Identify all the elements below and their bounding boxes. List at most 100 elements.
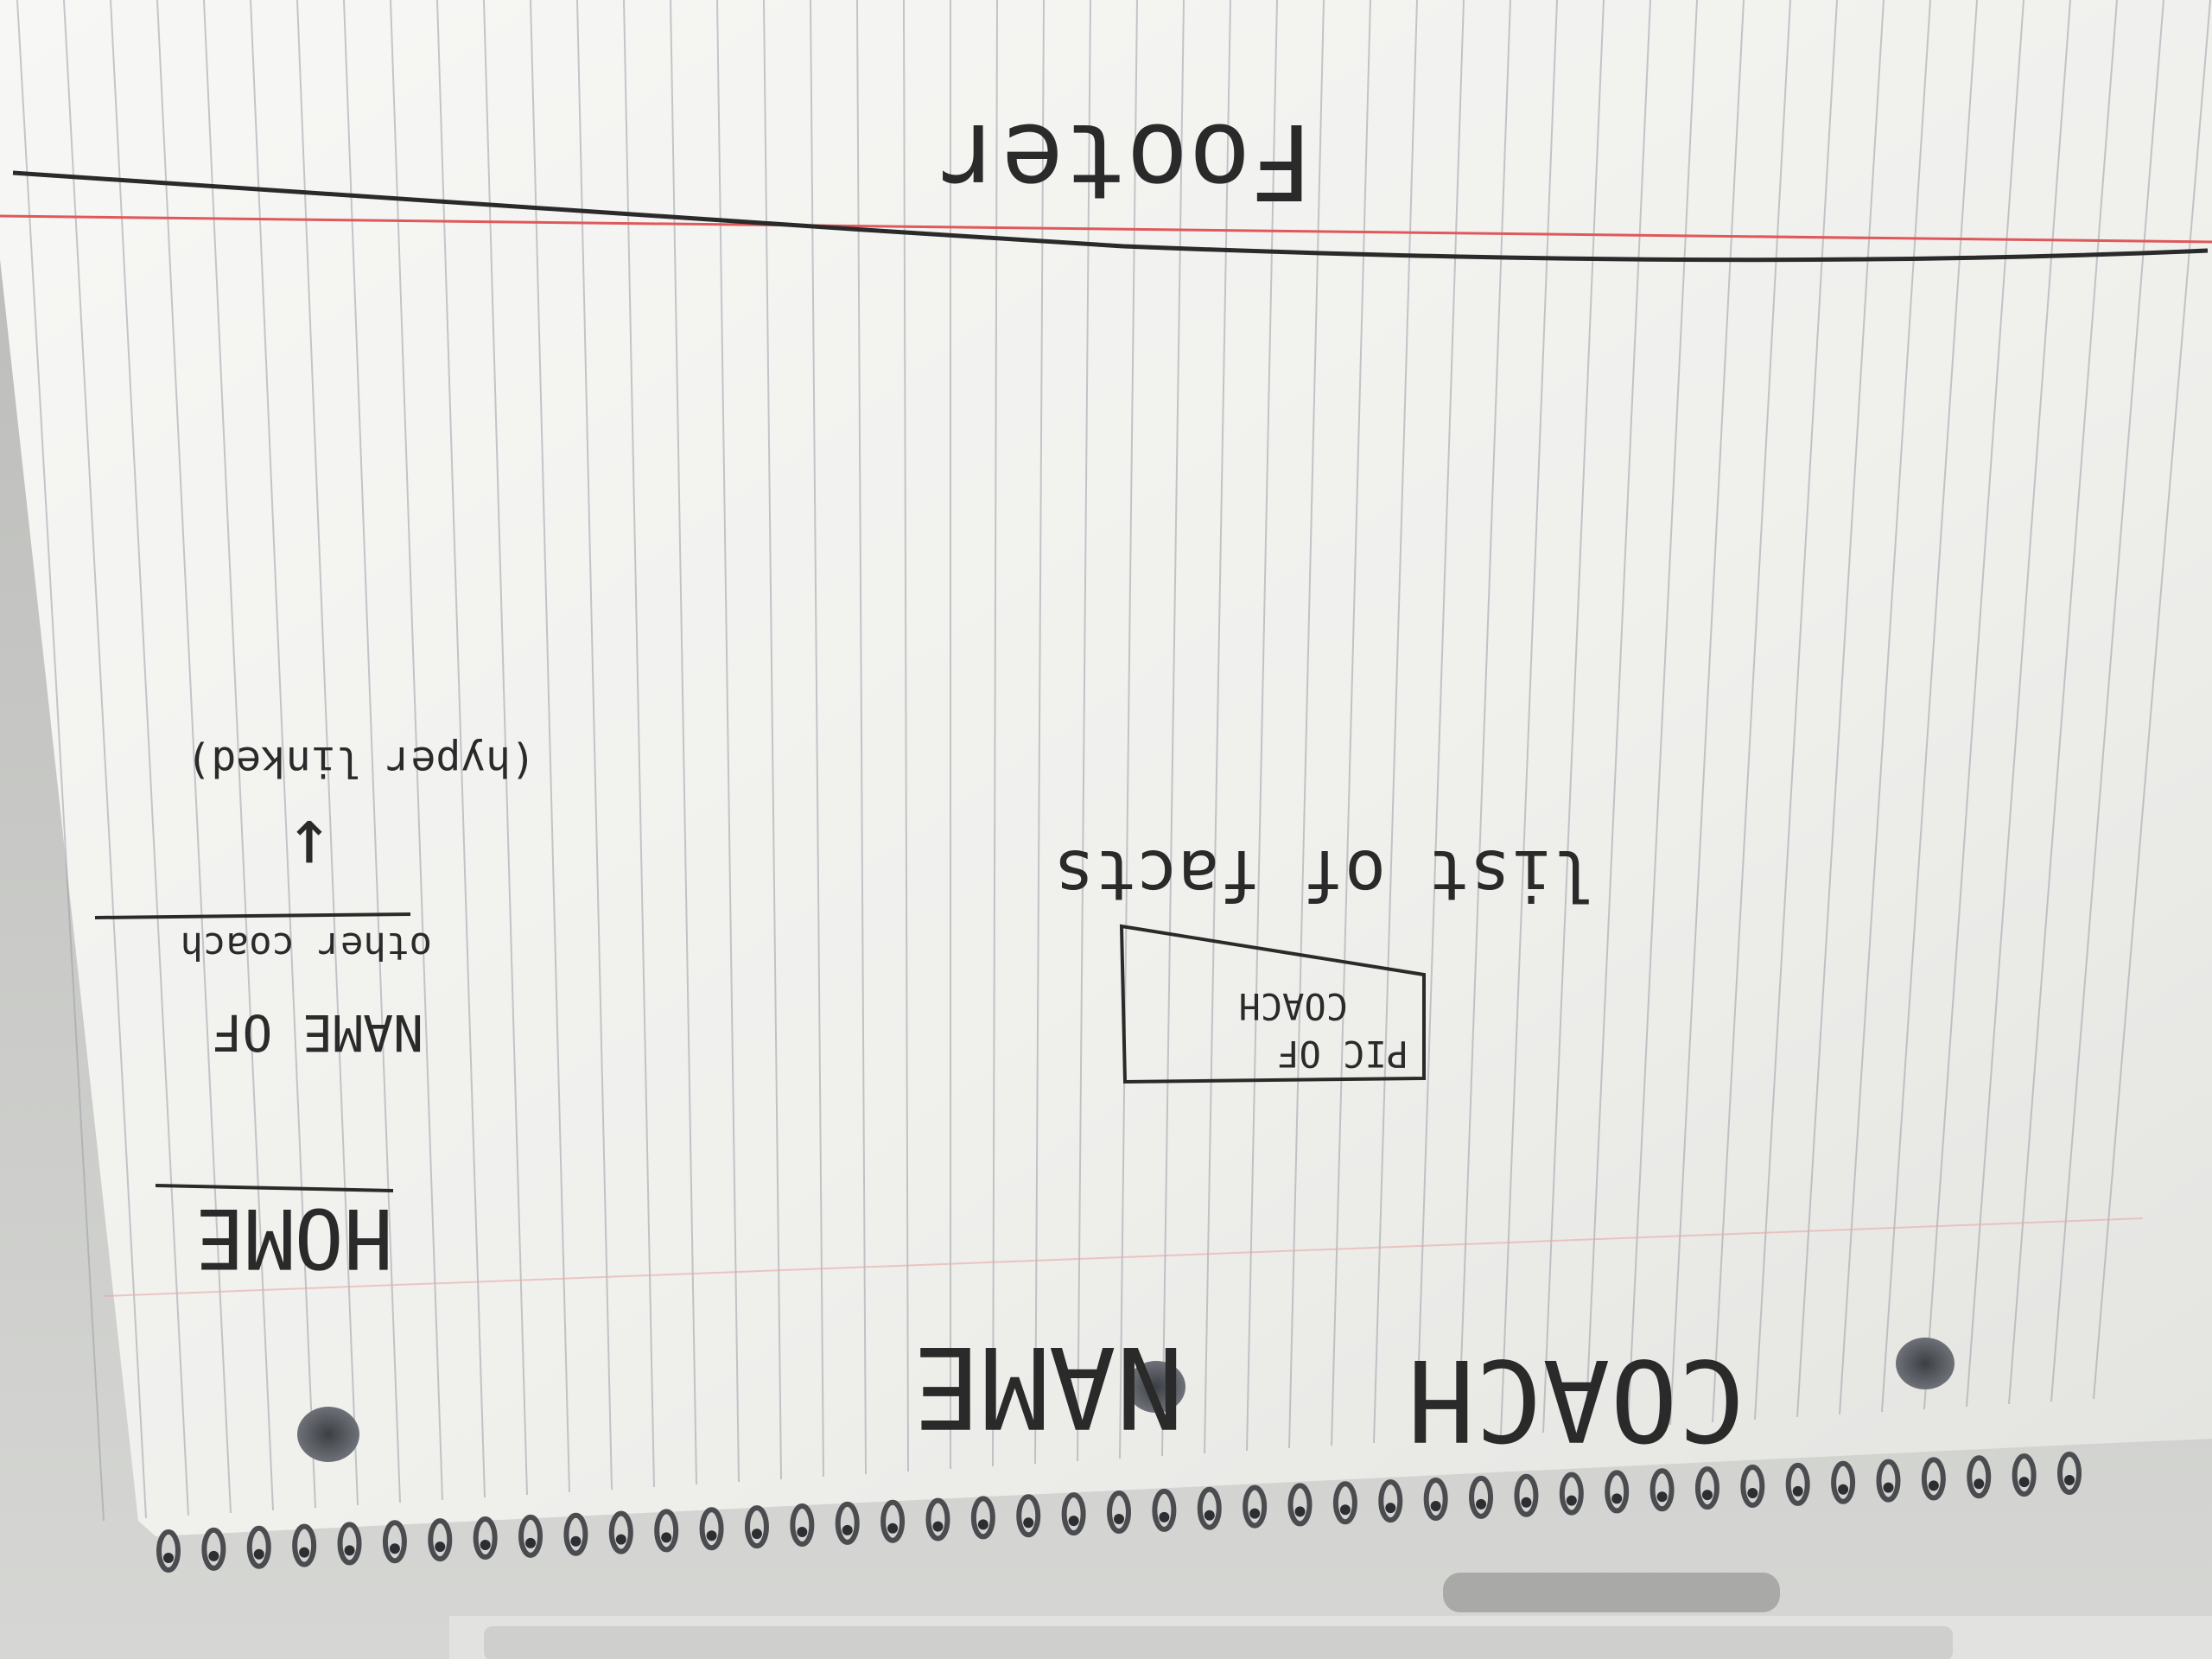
nav-other-coach: other coach	[181, 924, 432, 968]
spiral-hole	[253, 1548, 264, 1560]
spiral-hole	[389, 1543, 400, 1554]
spiral-hole	[299, 1547, 310, 1558]
spiral-hole	[1611, 1493, 1623, 1504]
spiral-hole	[480, 1540, 491, 1550]
spiral-hole	[977, 1519, 988, 1530]
ruled-line	[1542, 0, 1605, 1433]
spiral-hole	[751, 1529, 762, 1540]
spiral-coil	[1649, 1468, 1675, 1512]
ruled-line	[250, 0, 316, 1509]
coach-pic-box	[1119, 924, 1426, 1084]
spiral-hole	[1656, 1491, 1668, 1503]
spiral-coil	[292, 1523, 317, 1567]
spiral-hole	[797, 1527, 808, 1537]
spiral-coil	[1243, 1484, 1268, 1529]
ruled-line	[436, 0, 486, 1498]
spiral-coil	[1694, 1466, 1719, 1510]
punch-holes	[297, 1338, 1955, 1462]
ruled-line	[483, 0, 528, 1496]
spiral-coil	[337, 1522, 362, 1566]
ruled-line	[576, 0, 613, 1491]
spiral-coil	[1197, 1486, 1222, 1530]
nav-name-of: NAME OF	[213, 1003, 423, 1062]
spiral-hole	[570, 1535, 582, 1547]
punch-hole-icon	[1896, 1338, 1955, 1389]
spiral-coil	[835, 1501, 860, 1545]
ruled-line	[203, 0, 274, 1511]
spiral-coil	[382, 1520, 407, 1564]
ruled-line	[1288, 0, 1325, 1449]
spiral-coil	[1514, 1473, 1539, 1517]
spiral-coil	[2012, 1453, 2037, 1497]
ruled-line	[1415, 0, 1465, 1441]
spiral-coil	[699, 1507, 724, 1551]
ruled-line	[623, 0, 655, 1488]
spiral-coil	[1152, 1488, 1177, 1532]
ruled-line	[1161, 0, 1185, 1457]
spiral-hole	[1701, 1490, 1713, 1501]
nav-home-underline	[155, 1184, 394, 1192]
nav-home: HOME	[195, 1190, 393, 1285]
ruled-line	[296, 0, 359, 1506]
punch-hole-icon	[297, 1407, 359, 1462]
spiral-coil	[1378, 1479, 1403, 1523]
list-of-facts: list of facts	[1053, 835, 1594, 915]
ruled-line	[110, 0, 189, 1516]
spiral-hole	[1204, 1510, 1215, 1521]
ruled-line	[16, 0, 105, 1522]
spiral-hole	[932, 1521, 944, 1532]
spiral-coil	[1740, 1465, 1765, 1508]
spiral-coil	[563, 1512, 588, 1556]
nav-divider	[94, 912, 411, 919]
spiral-coil	[744, 1505, 769, 1549]
spiral-coil	[1605, 1470, 1630, 1514]
spiral-hole	[525, 1537, 537, 1548]
nav-arrow: ↓	[286, 802, 333, 893]
spiral-coil	[473, 1516, 498, 1560]
spiral-coil	[2057, 1452, 2082, 1495]
spiral-coil	[654, 1509, 679, 1553]
ruled-line	[716, 0, 740, 1483]
ruled-line	[2008, 0, 2118, 1405]
spiral-coil	[246, 1525, 271, 1569]
spiral-coil	[1967, 1455, 1992, 1499]
ruled-line	[2093, 0, 2211, 1400]
spiral-hole	[661, 1532, 672, 1543]
spiral-hole	[1249, 1508, 1261, 1519]
ruled-line	[1881, 0, 1978, 1413]
notebook-page	[0, 0, 2212, 1536]
ruled-line	[343, 0, 401, 1503]
spiral-hole	[435, 1541, 446, 1553]
spiral-hole	[163, 1553, 174, 1563]
spiral-coil	[201, 1527, 226, 1571]
ruled-line	[1839, 0, 1931, 1415]
footer-label: Footer	[939, 100, 1313, 220]
spiral-hole	[1521, 1497, 1532, 1508]
ruled-line	[856, 0, 867, 1475]
spiral-hole	[1385, 1503, 1396, 1514]
ruled-line	[1119, 0, 1138, 1459]
spiral-hole	[1792, 1485, 1803, 1497]
ruled-line	[1923, 0, 2024, 1410]
margin-line	[0, 214, 2212, 244]
nav-note: (hyper linked)	[186, 737, 536, 785]
ruled-line	[63, 0, 147, 1519]
spiral-coil	[1559, 1471, 1584, 1516]
ruled-line	[1585, 0, 1651, 1431]
spiral-hole	[2018, 1477, 2030, 1488]
ruled-line	[1331, 0, 1371, 1446]
spiral-coil	[1469, 1475, 1494, 1519]
ruled-line	[810, 0, 824, 1478]
spiral-hole	[1339, 1504, 1351, 1516]
spiral-hole	[1430, 1501, 1441, 1511]
spiral-coil	[1876, 1459, 1901, 1503]
spiral-coil	[970, 1496, 995, 1540]
ruled-line	[1966, 0, 2071, 1408]
spiral-hole	[706, 1530, 717, 1541]
spiral-coil	[790, 1503, 815, 1547]
ruled-line	[1034, 0, 1045, 1465]
margin-line-bottom	[103, 1217, 2144, 1297]
spiral-hole	[1928, 1480, 1939, 1491]
